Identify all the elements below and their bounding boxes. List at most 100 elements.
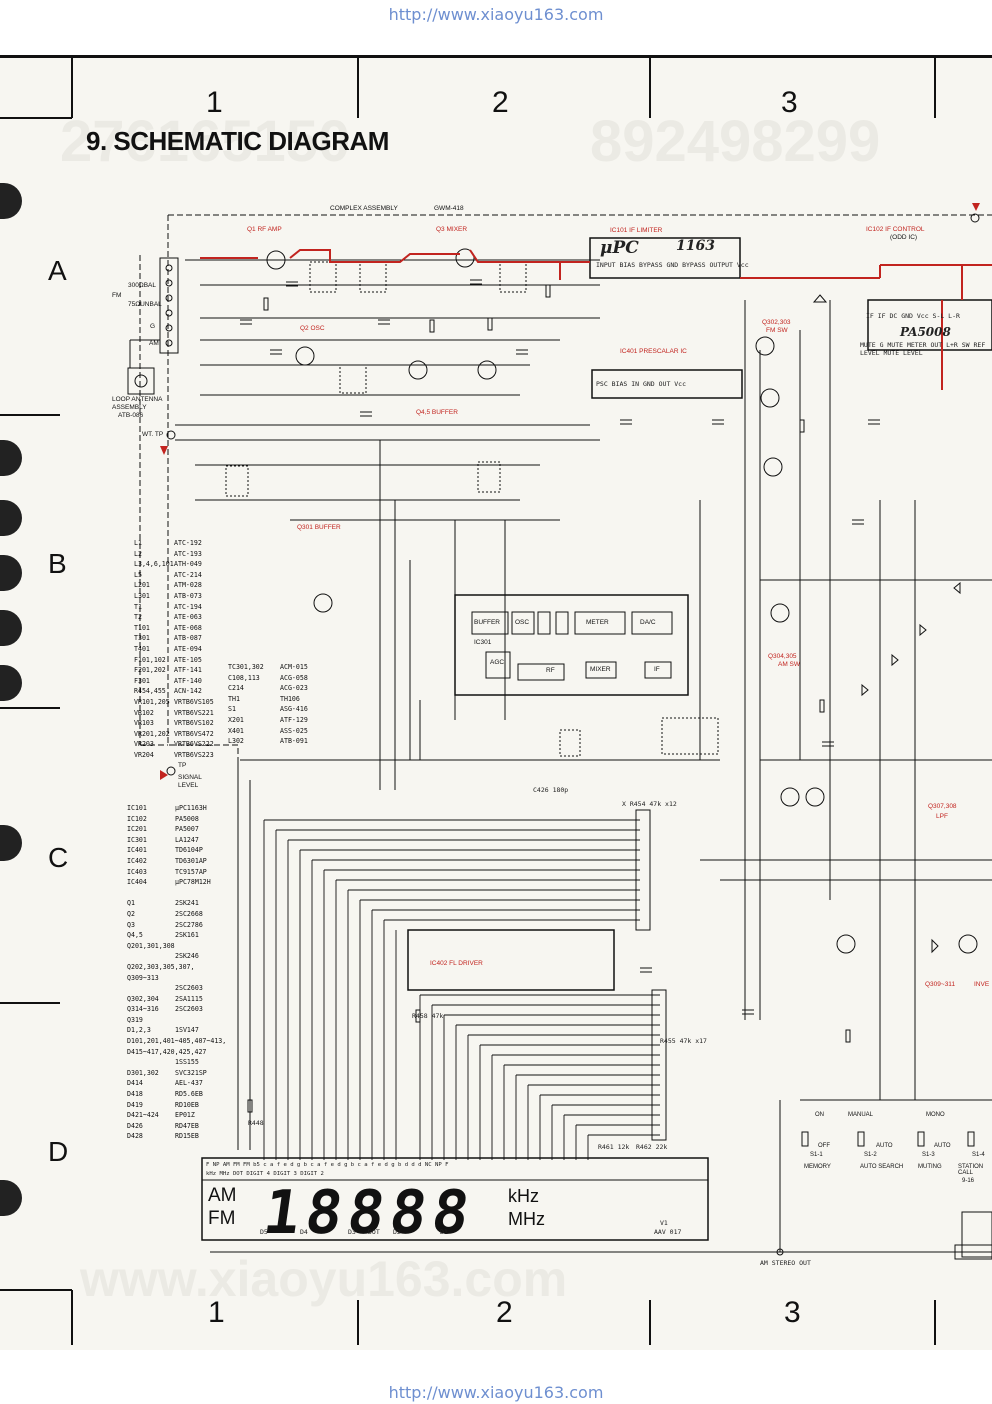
part-value: ATF-140 xyxy=(174,676,202,685)
ic102-pins: IF IF DC GND Vcc S-L L-R xyxy=(866,312,960,320)
stage-q307-sub: LPF xyxy=(936,813,948,820)
ic-block-if: IF xyxy=(654,666,660,673)
switch-2-label[interactable]: S1-2 xyxy=(864,1152,877,1158)
part-ref: D418 xyxy=(127,1090,143,1099)
part-value: 2SK246 xyxy=(175,952,199,961)
part-ref: IC301 xyxy=(127,835,147,844)
part-value: VRTB6VS221 xyxy=(174,708,214,717)
part-ref: Q319 xyxy=(127,1015,143,1024)
part-value: ATB-087 xyxy=(174,634,202,643)
grid-col-2-top: 2 xyxy=(492,86,509,119)
stage-q3: Q3 MIXER xyxy=(436,226,468,233)
binder-hole xyxy=(0,500,22,536)
handwritten-pa5008: PA5008 xyxy=(900,325,951,339)
part-value: ATF-129 xyxy=(280,715,308,724)
part-ref: T301 xyxy=(134,634,150,643)
stage-q1: Q1 RF AMP xyxy=(247,226,282,233)
list-row: Q319 xyxy=(127,1015,211,1026)
display-dot: DOT xyxy=(368,1228,380,1236)
display-d4: D4 xyxy=(300,1228,308,1236)
grid-col-3-top: 3 xyxy=(781,86,798,119)
part-ref: S1 xyxy=(228,705,236,714)
antenna-75ohm: 75ΩUNBAL xyxy=(128,301,162,308)
faint-number-1: 276165150 xyxy=(60,109,351,174)
list-row: Q309~313 xyxy=(127,973,211,984)
list-row: L3,4,6,101ATH-049 xyxy=(134,559,214,570)
switch-3-sub: AUTO xyxy=(934,1143,951,1149)
part-ref: T101 xyxy=(134,623,150,632)
stage-q307: Q307,308 xyxy=(928,803,957,810)
stage-q309: Q309~311 xyxy=(925,981,956,988)
part-ref: IC403 xyxy=(127,867,147,876)
part-ref: D1,2,3 xyxy=(127,1026,151,1035)
watermark-url-top[interactable]: http://www.xiaoyu163.com xyxy=(388,5,604,24)
switch-1-top: ON xyxy=(815,1112,824,1118)
part-value: TH106 xyxy=(280,694,300,703)
switch-4-label[interactable]: S1-4 xyxy=(972,1152,985,1158)
ic-block-mixer: MIXER xyxy=(590,666,611,673)
ic-block-buffer: BUFFER xyxy=(474,619,500,626)
switch-3-label[interactable]: S1-3 xyxy=(922,1152,935,1158)
stage-q45: Q4,5 BUFFER xyxy=(416,409,458,416)
part-ref: D426 xyxy=(127,1121,143,1130)
part-ref: TC301,302 xyxy=(228,663,264,671)
r462-label: R462 22k xyxy=(636,1143,668,1151)
part-value: ACN-142 xyxy=(174,687,202,696)
list-row: D426 RD47EB xyxy=(127,1121,211,1132)
stage-q304: Q304,305 xyxy=(768,653,797,660)
part-value: 2SA1115 xyxy=(175,994,203,1003)
stage-q309-sub: INVE xyxy=(974,981,990,988)
part-value: ATM-028 xyxy=(174,581,202,590)
part-value: ACG-023 xyxy=(280,684,308,693)
stage-q304-sub: AM SW xyxy=(778,661,801,668)
switch-3-bottom: MUTING xyxy=(918,1164,942,1170)
part-value: ACM-015 xyxy=(280,663,308,671)
switch-2-top: MANUAL xyxy=(848,1112,874,1118)
switch-2-bottom: AUTO SEARCH xyxy=(860,1164,904,1170)
part-ref: D415~417,420,425,427 xyxy=(127,1047,207,1056)
part-ref: C108,113 xyxy=(228,673,260,682)
ic401-pins: PSC BIAS IN GND OUT Vcc xyxy=(596,380,687,388)
part-value: 2SC2603 xyxy=(175,1005,203,1014)
list-row: 2SK246 xyxy=(127,951,211,962)
stage-ic102: IC102 IF CONTROL xyxy=(866,226,925,233)
binder-hole xyxy=(0,183,22,219)
part-value: RD47EB xyxy=(175,1121,199,1130)
ic-block-agc: AGC xyxy=(490,659,505,666)
list-row: T301 ATB-087 xyxy=(134,633,214,644)
part-value: TC9157AP xyxy=(175,867,207,876)
part-ref: TH1 xyxy=(228,694,240,703)
part-ref: Q3 xyxy=(127,920,135,929)
part-value: 2SK241 xyxy=(175,899,199,908)
part-value: VRTB6VS222 xyxy=(174,740,214,749)
assembly-label: COMPLEX ASSEMBLY xyxy=(330,205,398,212)
part-value: RD15EB xyxy=(175,1132,199,1141)
stage-ic102-sub: (ODD IC) xyxy=(890,234,918,241)
switch-1-label[interactable]: S1-1 xyxy=(810,1152,823,1158)
part-value: ATB-073 xyxy=(174,591,202,600)
handwritten-1163: 1163 xyxy=(676,238,715,254)
switch-2-sub: AUTO xyxy=(876,1143,893,1149)
part-ref: L302 xyxy=(228,737,244,746)
watermark-url-bottom[interactable]: http://www.xiaoyu163.com xyxy=(388,1383,604,1402)
part-ref: VR201,202 xyxy=(134,729,170,738)
part-value: ATH-049 xyxy=(174,560,202,569)
